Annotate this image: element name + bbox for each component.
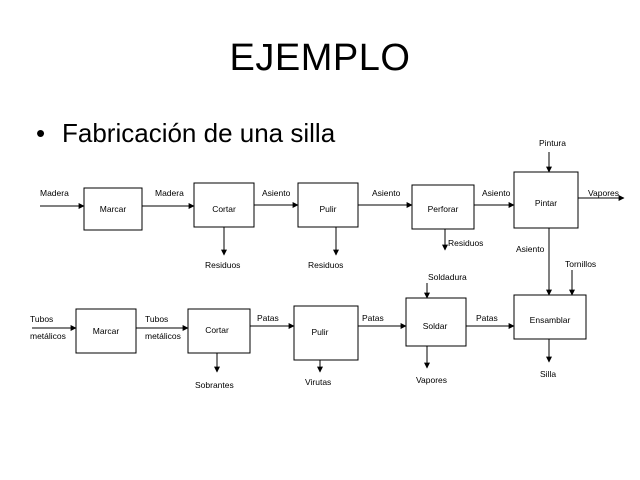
box-label-cortar-2: Cortar bbox=[205, 325, 229, 335]
flow-label-asiento-1: Asiento bbox=[262, 188, 291, 198]
box-label-cortar-1: Cortar bbox=[212, 204, 236, 214]
flow-label-residuos-2: Residuos bbox=[308, 260, 343, 270]
flow-label-residuos-3: Residuos bbox=[448, 238, 483, 248]
box-label-ensamblar: Ensamblar bbox=[530, 315, 571, 325]
box-label-perforar: Perforar bbox=[428, 204, 459, 214]
process-box-pintar bbox=[513, 171, 579, 229]
flow-label-madera: Madera bbox=[155, 188, 184, 198]
flow-label-tubos-2: metálicos bbox=[145, 331, 181, 341]
flow-label-pintura: Pintura bbox=[539, 138, 566, 148]
flow-label-vapores-1: Vapores bbox=[588, 188, 619, 198]
flow-label-vapores-2: Vapores bbox=[416, 375, 447, 385]
bullet-item: • Fabricación de una silla bbox=[36, 116, 335, 150]
flow-label-virutas: Virutas bbox=[305, 377, 331, 387]
flow-label-patas-1: Patas bbox=[257, 313, 279, 323]
flow-label-asiento-4: Asiento bbox=[516, 244, 545, 254]
box-label-pulir-2: Pulir bbox=[311, 327, 328, 337]
process-box-pulir-2 bbox=[293, 305, 359, 361]
flow-label-asiento-2: Asiento bbox=[372, 188, 401, 198]
flow-label-residuos-1: Residuos bbox=[205, 260, 240, 270]
flow-label-patas-3: Patas bbox=[476, 313, 498, 323]
slide-title: EJEMPLO bbox=[229, 37, 411, 79]
flow-label-silla: Silla bbox=[540, 369, 556, 379]
process-box-perforar bbox=[411, 184, 475, 230]
flow-label-asiento-3: Asiento bbox=[482, 188, 511, 198]
flow-label-tornillos: Tornillos bbox=[565, 259, 596, 269]
flow-label-sobrantes: Sobrantes bbox=[195, 380, 234, 390]
box-label-soldar: Soldar bbox=[423, 321, 448, 331]
flow-label-soldadura: Soldadura bbox=[428, 272, 467, 282]
bullet-dot-icon: • bbox=[36, 118, 46, 148]
bullet-text: Fabricación de una silla bbox=[62, 118, 336, 148]
process-box-marcar-1 bbox=[83, 187, 143, 231]
box-label-pintar: Pintar bbox=[535, 198, 557, 208]
process-box-marcar-2 bbox=[75, 308, 137, 354]
flow-label-patas-2: Patas bbox=[362, 313, 384, 323]
box-label-pulir-1: Pulir bbox=[319, 204, 336, 214]
flow-label-tubos-in-2: metálicos bbox=[30, 331, 66, 341]
process-box-ensamblar bbox=[513, 294, 587, 340]
process-box-soldar bbox=[405, 297, 467, 347]
box-label-marcar-1: Marcar bbox=[100, 204, 127, 214]
process-box-cortar-2 bbox=[187, 308, 251, 354]
box-label-marcar-2: Marcar bbox=[93, 326, 120, 336]
flow-label-madera-in: Madera bbox=[40, 188, 69, 198]
flow-label-tubos-in-1: Tubos bbox=[30, 314, 53, 324]
flow-label-tubos-1: Tubos bbox=[145, 314, 168, 324]
